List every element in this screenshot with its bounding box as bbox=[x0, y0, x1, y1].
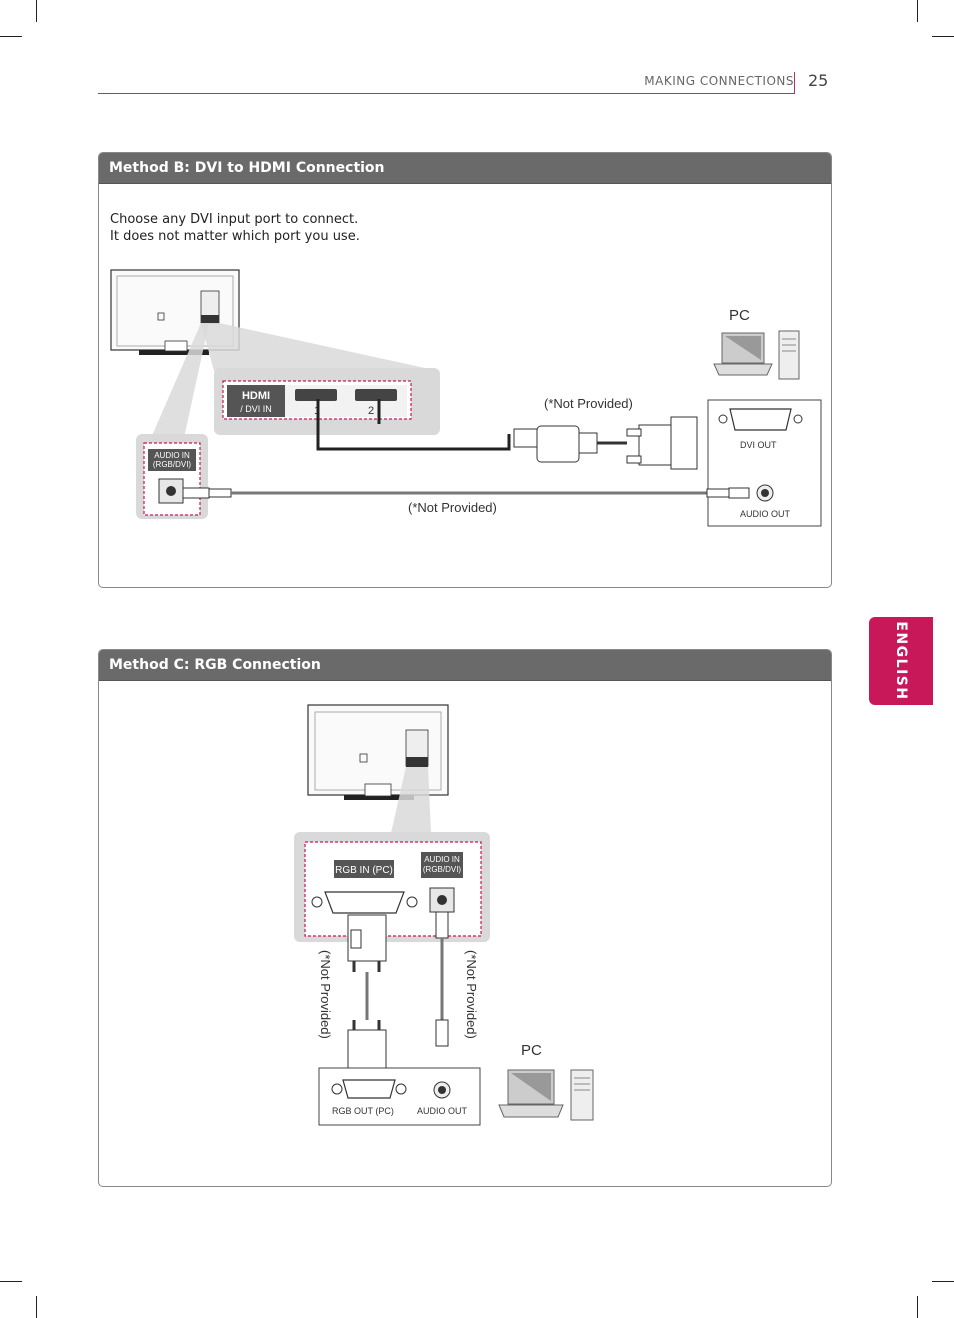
audio-jack-icon bbox=[437, 895, 447, 905]
crop-mark bbox=[932, 1281, 954, 1282]
audio-in-label-2: (RGB/DVI) bbox=[423, 865, 462, 874]
audio-plug-right bbox=[728, 487, 750, 499]
not-provided-rgb: (*Not Provided) bbox=[318, 950, 333, 1039]
dvi-in-label: / DVI IN bbox=[240, 404, 272, 414]
method-b-title: Method B: DVI to HDMI Connection bbox=[99, 153, 831, 184]
audio-out-label: AUDIO OUT bbox=[417, 1106, 468, 1116]
audio-out-jack-icon bbox=[438, 1086, 446, 1094]
crop-mark bbox=[917, 1296, 918, 1318]
not-provided-audio: (*Not Provided) bbox=[464, 950, 479, 1039]
audio-plug-top bbox=[435, 911, 449, 939]
hdmi-plug-icon bbox=[513, 428, 539, 448]
method-c-panel: Method C: RGB Connection RGB IN (PC) AUD… bbox=[98, 649, 832, 1187]
hdmi-callout-wedge bbox=[201, 323, 439, 371]
method-c-title: Method C: RGB Connection bbox=[99, 650, 831, 681]
method-c-diagram: RGB IN (PC) AUDIO IN (RGB/DVI) (*Not Pro… bbox=[294, 704, 594, 1126]
dvi-plug-icon bbox=[638, 424, 672, 466]
crop-mark bbox=[917, 0, 918, 22]
vga-port-icon bbox=[324, 891, 405, 914]
audio-plug-left bbox=[182, 487, 210, 499]
hdmi-port-2-label: 2 bbox=[368, 405, 374, 417]
hdmi-logo: HDMI bbox=[242, 390, 270, 402]
not-provided-hdmi: (*Not Provided) bbox=[544, 396, 633, 411]
crop-mark bbox=[0, 1281, 22, 1282]
audio-in-label-2: (RGB/DVI) bbox=[153, 460, 192, 469]
crop-mark bbox=[36, 0, 37, 22]
hdmi-cable-line bbox=[316, 399, 511, 451]
not-provided-audio: (*Not Provided) bbox=[408, 500, 497, 515]
rgb-in-label: RGB IN (PC) bbox=[335, 865, 393, 876]
intro-line-1: Choose any DVI input port to connect. bbox=[110, 212, 359, 227]
laptop-icon bbox=[498, 1069, 564, 1118]
audio-plug-bottom bbox=[435, 1019, 449, 1047]
audio-out-label: AUDIO OUT bbox=[740, 509, 791, 519]
method-b-intro: Choose any DVI input port to connect. It… bbox=[110, 211, 360, 245]
pc-label: PC bbox=[729, 307, 750, 324]
audio-callout-wedge bbox=[151, 323, 209, 438]
audio-in-label-1: AUDIO IN bbox=[154, 451, 190, 460]
audio-jack-icon bbox=[166, 486, 176, 496]
method-b-diagram: HDMI / DVI IN 1 2 AUDIO IN (RGB/DVI) PC bbox=[110, 269, 822, 527]
crop-mark bbox=[932, 36, 954, 37]
audio-in-label-1: AUDIO IN bbox=[424, 855, 460, 864]
rgb-out-label: RGB OUT (PC) bbox=[332, 1106, 394, 1116]
method-b-panel: Method B: DVI to HDMI Connection Choose … bbox=[98, 152, 832, 588]
page-number: 25 bbox=[808, 71, 829, 90]
language-tab: ENGLISH bbox=[869, 617, 933, 705]
running-header: MAKING CONNECTIONS bbox=[644, 74, 794, 88]
audio-out-jack-icon bbox=[761, 489, 769, 497]
pc-output-box bbox=[318, 1067, 481, 1126]
desktop-tower-icon bbox=[778, 330, 800, 380]
crop-mark bbox=[36, 1296, 37, 1318]
rgb-callout-wedge bbox=[391, 767, 431, 833]
intro-line-2: It does not matter which port you use. bbox=[110, 229, 360, 244]
language-tab-label: ENGLISH bbox=[893, 621, 909, 701]
dvi-out-label: DVI OUT bbox=[740, 440, 777, 450]
laptop-icon bbox=[713, 332, 773, 376]
header-divider bbox=[794, 72, 795, 94]
desktop-tower-icon bbox=[570, 1069, 594, 1121]
crop-mark bbox=[0, 36, 22, 37]
pc-label: PC bbox=[521, 1042, 542, 1059]
header-rule bbox=[98, 93, 794, 94]
